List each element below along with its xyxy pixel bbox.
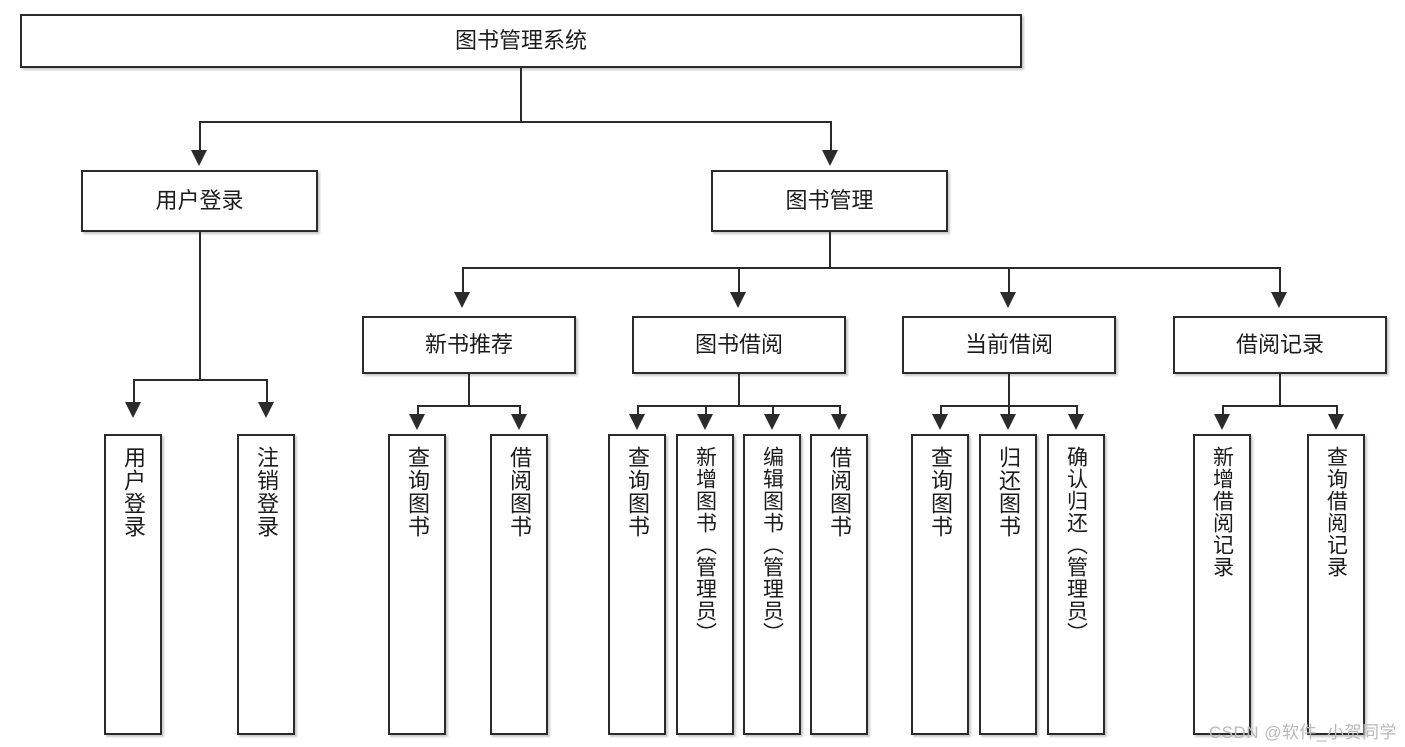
connector-bb-drop-1 [637, 405, 639, 417]
node-leaf-borrow-book-2-label: 借阅图书 [827, 446, 852, 538]
node-leaf-add-book[interactable]: 新增图书（管理员） [676, 434, 734, 735]
arrow-to-leaf-add-record [1214, 414, 1230, 430]
node-leaf-borrow-book-1[interactable]: 借阅图书 [490, 434, 548, 735]
node-leaf-return-book[interactable]: 归还图书 [979, 434, 1037, 735]
node-leaf-query-record-label: 查询借阅记录 [1324, 446, 1348, 578]
arrow-to-leaf-query-book-3 [932, 414, 948, 430]
connector-root-stem [520, 68, 522, 122]
arrow-to-user-login [191, 150, 207, 166]
arrow-to-book-management [822, 150, 838, 166]
connector-cb-drop-2 [1008, 405, 1010, 417]
node-leaf-query-book-2-label: 查询图书 [625, 446, 650, 538]
node-leaf-add-book-label: 新增图书（管理员） [693, 446, 717, 644]
connector-br-drop-1 [1222, 405, 1224, 417]
arrow-to-leaf-add-book [697, 414, 713, 430]
node-leaf-confirm-return-label: 确认归还（管理员） [1064, 446, 1088, 644]
arrow-to-leaf-user-login [125, 402, 141, 418]
connector-book-management-bus [462, 267, 1280, 269]
arrow-to-leaf-borrow-book-1 [511, 414, 527, 430]
arrow-to-leaf-return-book [1000, 414, 1016, 430]
arrow-to-leaf-edit-book [764, 414, 780, 430]
connector-nbr-stem [468, 374, 470, 406]
node-leaf-query-book-3-label: 查询图书 [928, 446, 953, 538]
node-user-login-label: 用户登录 [155, 188, 244, 214]
connector-cb-drop-3 [1076, 405, 1078, 417]
connector-nbr-bus [417, 405, 520, 407]
connector-root-drop-2 [830, 121, 832, 153]
node-leaf-add-record-label: 新增借阅记录 [1210, 446, 1234, 578]
connector-user-login-drop-1 [133, 379, 135, 405]
connector-root-bus [199, 121, 832, 123]
connector-nbr-drop-2 [519, 405, 521, 417]
connector-bm-drop-4 [1279, 267, 1281, 295]
connector-user-login-drop-2 [266, 379, 268, 405]
connector-nbr-drop-1 [417, 405, 419, 417]
node-current-borrow-label: 当前借阅 [964, 332, 1053, 358]
node-leaf-query-book-1-label: 查询图书 [405, 446, 430, 538]
connector-bm-drop-1 [462, 267, 464, 295]
arrow-to-leaf-query-book-2 [629, 414, 645, 430]
arrow-to-borrow-record [1271, 292, 1287, 308]
node-leaf-user-login-label: 用户登录 [121, 446, 146, 538]
connector-bb-stem [738, 374, 740, 406]
node-leaf-borrow-book-2[interactable]: 借阅图书 [810, 434, 868, 735]
connector-bb-drop-4 [839, 405, 841, 417]
connector-bb-drop-3 [772, 405, 774, 417]
connector-user-login-stem [199, 232, 201, 380]
connector-user-login-bus [133, 379, 266, 381]
connector-root-drop-1 [199, 121, 201, 153]
node-leaf-confirm-return[interactable]: 确认归还（管理员） [1047, 434, 1105, 735]
node-new-book-recommend[interactable]: 新书推荐 [362, 316, 576, 374]
node-new-book-recommend-label: 新书推荐 [424, 332, 513, 358]
arrow-to-new-book-recommend [454, 292, 470, 308]
connector-br-drop-2 [1336, 405, 1338, 417]
node-book-borrow[interactable]: 图书借阅 [632, 316, 846, 374]
node-leaf-query-book-1[interactable]: 查询图书 [388, 434, 446, 735]
node-leaf-logout-login-label: 注销登录 [254, 446, 279, 538]
arrow-to-leaf-query-record [1328, 414, 1344, 430]
node-user-login[interactable]: 用户登录 [81, 170, 318, 232]
node-root-label: 图书管理系统 [454, 28, 587, 54]
connector-bb-drop-2 [705, 405, 707, 417]
arrow-to-leaf-borrow-book-2 [831, 414, 847, 430]
arrow-to-leaf-logout-login [258, 402, 274, 418]
connector-cb-stem [1008, 374, 1010, 406]
node-leaf-query-book-2[interactable]: 查询图书 [608, 434, 666, 735]
node-book-borrow-label: 图书借阅 [694, 332, 783, 358]
arrow-to-book-borrow [730, 292, 746, 308]
watermark: CSDN @软件_小贺同学 [1208, 723, 1397, 742]
connector-br-bus [1222, 405, 1337, 407]
arrow-to-current-borrow [1000, 292, 1016, 308]
connector-cb-drop-1 [940, 405, 942, 417]
node-leaf-edit-book-label: 编辑图书（管理员） [760, 446, 784, 644]
connector-book-management-stem [829, 232, 831, 268]
node-leaf-logout-login[interactable]: 注销登录 [237, 434, 295, 735]
node-leaf-return-book-label: 归还图书 [996, 446, 1021, 538]
node-book-management-label: 图书管理 [785, 188, 874, 214]
arrow-to-leaf-confirm-return [1068, 414, 1084, 430]
node-book-management[interactable]: 图书管理 [711, 170, 948, 232]
connector-bb-bus [637, 405, 840, 407]
node-leaf-edit-book[interactable]: 编辑图书（管理员） [743, 434, 801, 735]
connector-br-stem [1279, 374, 1281, 406]
node-leaf-user-login[interactable]: 用户登录 [104, 434, 162, 735]
arrow-to-leaf-query-book-1 [409, 414, 425, 430]
node-borrow-record[interactable]: 借阅记录 [1173, 316, 1387, 374]
node-leaf-borrow-book-1-label: 借阅图书 [507, 446, 532, 538]
node-leaf-query-record[interactable]: 查询借阅记录 [1307, 434, 1365, 735]
connector-bm-drop-2 [738, 267, 740, 295]
node-borrow-record-label: 借阅记录 [1235, 332, 1324, 358]
connector-bm-drop-3 [1008, 267, 1010, 295]
node-leaf-query-book-3[interactable]: 查询图书 [911, 434, 969, 735]
node-current-borrow[interactable]: 当前借阅 [902, 316, 1116, 374]
node-leaf-add-record[interactable]: 新增借阅记录 [1193, 434, 1251, 735]
node-root[interactable]: 图书管理系统 [20, 14, 1022, 68]
